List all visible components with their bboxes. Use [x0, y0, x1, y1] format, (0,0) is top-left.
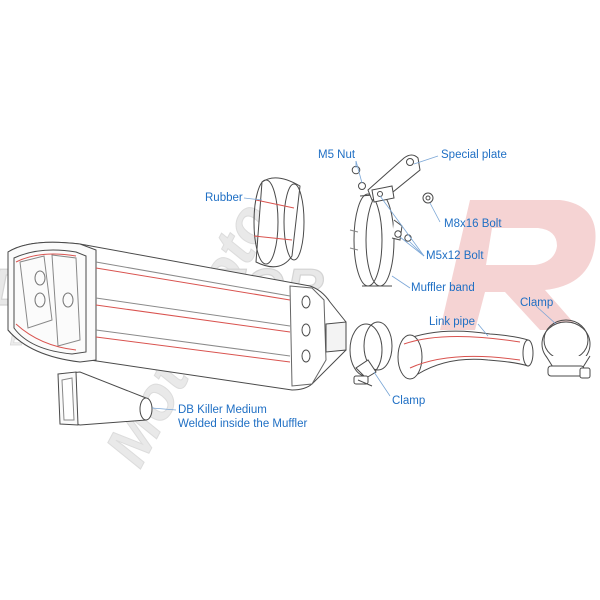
label-muffler-band: Muffler band: [411, 282, 475, 294]
label-link-pipe: Link pipe: [429, 316, 476, 328]
label-special-plate: Special plate: [441, 149, 507, 161]
label-rubber: Rubber: [205, 192, 243, 204]
db-killer: [57, 371, 153, 426]
label-m5-nut: M5 Nut: [318, 149, 356, 161]
label-clamp-right: Clamp: [520, 297, 554, 309]
leader-lines: [151, 155, 557, 411]
clamp-bottom-part: [349, 321, 393, 387]
label-m8x16-bolt: M8x16 Bolt: [444, 218, 502, 230]
special-plate: [367, 154, 421, 203]
label-db-killer-line1: DB Killer Medium: [178, 404, 267, 416]
watermark-r-logo: [440, 200, 596, 330]
label-clamp-bottom: Clamp: [392, 395, 426, 407]
label-db-killer-line2: Welded inside the Muffler: [178, 418, 308, 430]
muffler-red-stripes: [15, 253, 291, 363]
link-pipe: [397, 330, 534, 380]
clamp-right-part: [541, 319, 591, 379]
label-m5x12-bolt: M5x12 Bolt: [426, 250, 484, 262]
muffler-band: [349, 193, 403, 287]
rubber-ring: [253, 177, 305, 268]
